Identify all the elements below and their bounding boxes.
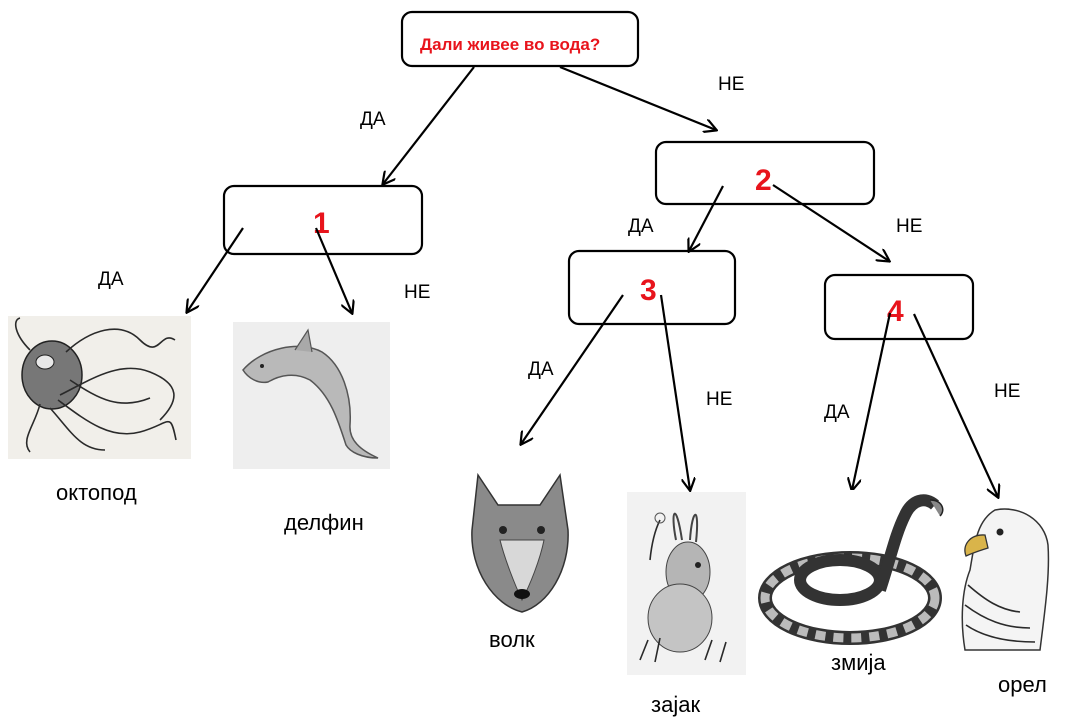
edge-root-no <box>559 65 716 130</box>
label-node3-yes: ДА <box>528 359 554 380</box>
label-root-yes: ДА <box>360 109 386 130</box>
animal-name-dolphin: делфин <box>284 510 364 535</box>
node-2-box <box>654 140 876 206</box>
label-node4-yes: ДА <box>824 402 850 423</box>
node-3-number: 3 <box>640 274 657 307</box>
label-node1-yes: ДА <box>98 269 124 290</box>
rabbit-image <box>627 492 746 675</box>
animal-name-rabbit: зајак <box>651 692 700 717</box>
node-4-box <box>823 273 975 341</box>
label-node4-no: НЕ <box>994 381 1020 402</box>
dolphin-image <box>233 322 390 469</box>
octopus-image <box>8 316 191 459</box>
animal-name-eagle: орел <box>998 672 1047 697</box>
node-2-number: 2 <box>755 164 772 197</box>
root-question-text: Дали живее во вода? <box>420 35 600 54</box>
animal-name-snake: змија <box>831 650 886 675</box>
snake-image <box>757 490 945 648</box>
label-node3-no: НЕ <box>706 389 732 410</box>
node-3-box <box>567 249 737 326</box>
label-node2-yes: ДА <box>628 216 654 237</box>
animal-name-wolf: волк <box>489 627 535 652</box>
node-4-number: 4 <box>887 295 904 328</box>
edge-node1-yes <box>187 227 244 312</box>
edge-node4-yes <box>852 312 892 490</box>
wolf-image <box>462 458 586 614</box>
animal-name-octopus: октопод <box>56 480 137 505</box>
node-1-number: 1 <box>313 207 330 240</box>
edge-node4-no <box>913 313 998 497</box>
label-node1-no: НЕ <box>404 282 430 303</box>
eagle-image <box>955 502 1050 652</box>
edge-node3-yes <box>521 294 624 444</box>
edge-node2-no <box>772 184 889 261</box>
label-node2-no: НЕ <box>896 216 922 237</box>
edge-node3-no <box>659 294 690 490</box>
root-question-box <box>400 10 640 68</box>
node-1-box <box>222 184 424 256</box>
edge-root-yes <box>383 66 475 184</box>
label-root-no: НЕ <box>718 74 744 95</box>
edge-node2-yes <box>689 185 724 251</box>
edge-node1-no <box>314 227 352 313</box>
